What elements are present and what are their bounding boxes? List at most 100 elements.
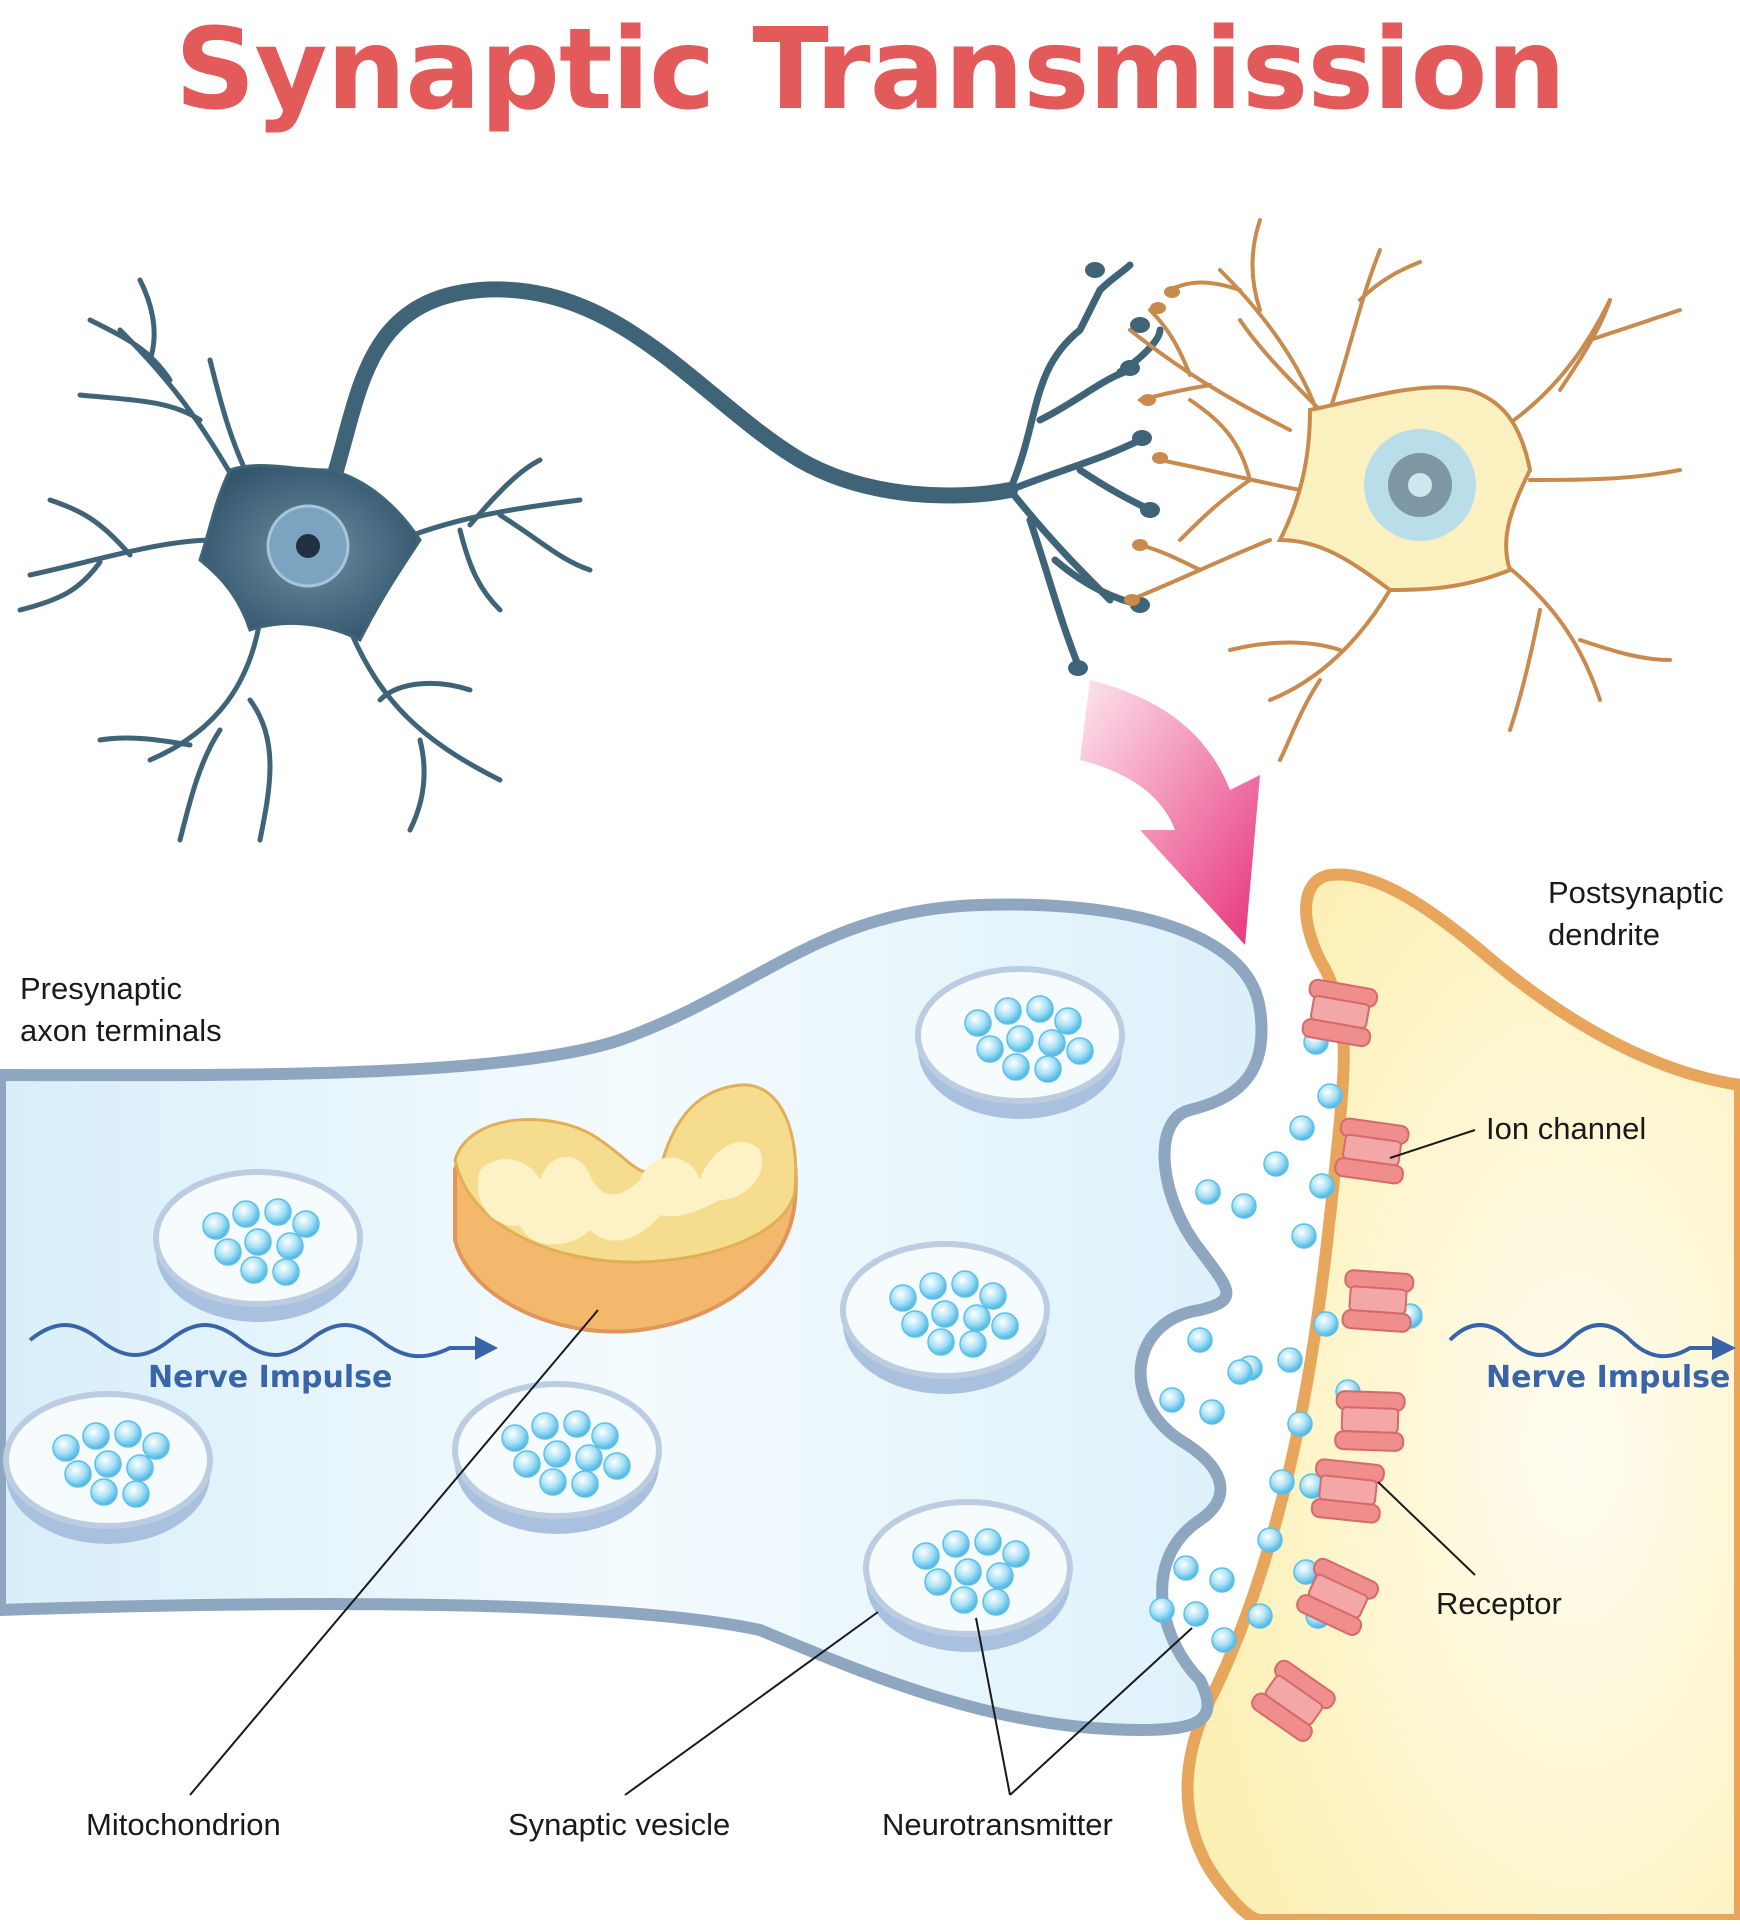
neurotransmitter [1160,1388,1184,1412]
label-mitochondrion: Mitochondrion [86,1804,281,1846]
neurotransmitter [964,1305,990,1331]
postsynaptic-nucleolus [1408,473,1432,497]
neurotransmitter [920,1273,946,1299]
neurotransmitter [1264,1152,1288,1176]
neurotransmitter [245,1229,271,1255]
membrane-channel [1334,1118,1409,1185]
synaptic-vesicle [918,969,1122,1119]
neurotransmitter [123,1481,149,1507]
neurotransmitter [965,1010,991,1036]
presynaptic-neuron [20,262,1160,840]
membrane-channel [1311,1459,1385,1524]
neurotransmitter [1196,1180,1220,1204]
label-presynaptic-line1: Presynaptic [20,968,222,1010]
presynaptic-nucleolus [296,534,320,558]
neurotransmitter [1200,1400,1224,1424]
neurotransmitter [1039,1030,1065,1056]
neurotransmitter [932,1301,958,1327]
neurotransmitter [890,1285,916,1311]
neurotransmitter [975,1529,1001,1555]
neurotransmitter [1292,1224,1316,1248]
neurotransmitter [604,1453,630,1479]
neurotransmitter [95,1451,121,1477]
neurotransmitter [1270,1470,1294,1494]
label-nerve-impulse-left: Nerve Impulse [148,1360,392,1395]
neurotransmitter [572,1471,598,1497]
neurotransmitter [564,1411,590,1437]
label-presynaptic-line2: axon terminals [20,1010,222,1052]
neurotransmitter [540,1469,566,1495]
neurotransmitter [925,1569,951,1595]
neurotransmitter [992,1313,1018,1339]
neurotransmitter [233,1201,259,1227]
synaptic-vesicle [843,1244,1047,1394]
neurotransmitter [1232,1194,1256,1218]
neurotransmitter [115,1421,141,1447]
neurotransmitter [943,1531,969,1557]
postsynaptic-dendrite [1188,874,1740,1920]
neurotransmitter [277,1233,303,1259]
neurotransmitter [977,1036,1003,1062]
neurotransmitter [215,1239,241,1265]
neurotransmitter [928,1329,954,1355]
neurotransmitter [1314,1312,1338,1336]
label-postsynaptic: Postsynaptic dendrite [1548,872,1724,956]
neurotransmitter [1150,1598,1174,1622]
neurotransmitter [1210,1568,1234,1592]
neurotransmitter [1248,1604,1272,1628]
neurotransmitter [592,1423,618,1449]
synaptic-vesicle [866,1502,1070,1652]
channel-bottom [1335,1431,1404,1451]
synaptic-vesicle [156,1172,360,1322]
neurotransmitter [91,1479,117,1505]
leader-synaptic-vesicle [625,1612,878,1795]
neurotransmitter [1290,1116,1314,1140]
label-receptor: Receptor [1436,1583,1562,1625]
membrane-channel [1342,1270,1414,1333]
neurotransmitter [1228,1360,1252,1384]
page-title: Synaptic Transmission [0,0,1740,140]
neurotransmitter [913,1543,939,1569]
neurotransmitter [980,1283,1006,1309]
neurotransmitter [53,1435,79,1461]
neurotransmitter [955,1559,981,1585]
label-postsynaptic-line2: dendrite [1548,914,1724,956]
channel-core [1342,1407,1399,1433]
neurotransmitter [1318,1084,1342,1108]
synaptic-vesicle [6,1394,210,1544]
neurotransmitter [576,1445,602,1471]
neurotransmitter [1278,1348,1302,1372]
label-synaptic-vesicle: Synaptic vesicle [508,1804,730,1846]
label-postsynaptic-line1: Postsynaptic [1548,872,1724,914]
neurotransmitter [1035,1056,1061,1082]
neurotransmitter [203,1213,229,1239]
neurotransmitter [1288,1412,1312,1436]
neurotransmitter [1067,1038,1093,1064]
neurotransmitter [1184,1602,1208,1626]
membrane-channel [1335,1391,1405,1451]
neurotransmitter [514,1451,540,1477]
neurotransmitter [293,1211,319,1237]
neurotransmitter [502,1425,528,1451]
neurotransmitter [983,1589,1009,1615]
neurotransmitter [902,1311,928,1337]
neurotransmitter [65,1461,91,1487]
neurotransmitter [960,1331,986,1357]
channel-bottom [1342,1310,1411,1333]
neurotransmitter [1258,1528,1282,1552]
label-neurotransmitter: Neurotransmitter [882,1804,1113,1846]
neurotransmitter [1188,1328,1212,1352]
neurotransmitter [951,1587,977,1613]
neurotransmitter [83,1423,109,1449]
neurotransmitter [1055,1008,1081,1034]
neurotransmitter [532,1413,558,1439]
neurotransmitter [265,1199,291,1225]
neurotransmitter [952,1271,978,1297]
synaptic-vesicle [455,1384,659,1534]
neurotransmitter [241,1257,267,1283]
membrane-channel [1301,979,1378,1048]
neurotransmitter [987,1563,1013,1589]
neurotransmitter [995,998,1021,1024]
